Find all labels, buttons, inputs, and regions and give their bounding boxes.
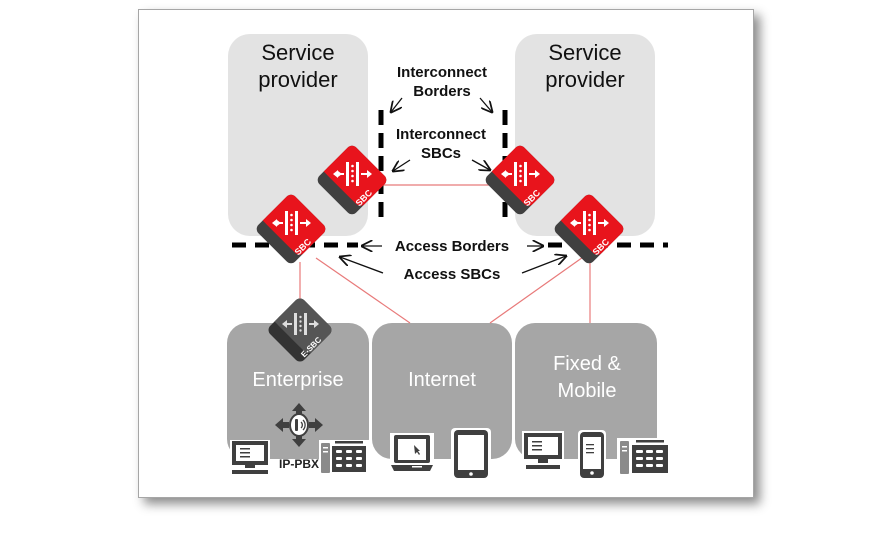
enterprise-desk-phone-icon bbox=[319, 440, 369, 475]
tablet-icon bbox=[451, 428, 491, 480]
fixed-mobile-label-2: Mobile bbox=[558, 380, 617, 402]
interconnect-sbcs-label-1: Interconnect bbox=[396, 126, 486, 143]
fixed-mobile-zone bbox=[515, 323, 657, 459]
ip-pbx-icon bbox=[275, 403, 323, 447]
service-provider-left-label-2: provider bbox=[258, 67, 337, 92]
enterprise-label: Enterprise bbox=[252, 369, 343, 391]
interconnect-borders-label-2: Borders bbox=[413, 83, 471, 100]
service-provider-right-label-1: Service bbox=[548, 40, 621, 65]
connection-lines bbox=[299, 184, 591, 324]
arrow-interconnect-sbc-right bbox=[471, 159, 490, 170]
arrow-interconnect-border-left bbox=[391, 97, 403, 112]
arrow-access-sbc-left bbox=[340, 257, 384, 274]
service-provider-right-label-2: provider bbox=[545, 67, 624, 92]
arrow-interconnect-sbc-left bbox=[393, 159, 411, 171]
mobile-phone-icon bbox=[578, 430, 606, 480]
interconnect-sbcs-label-2: SBCs bbox=[421, 145, 461, 162]
enterprise-desktop-icon bbox=[230, 440, 270, 474]
access-right-to-internet-link bbox=[489, 254, 587, 324]
fixed-desktop-icon bbox=[522, 431, 564, 471]
fixed-mobile-label-1: Fixed & bbox=[553, 353, 621, 375]
service-provider-left-label-1: Service bbox=[261, 40, 334, 65]
laptop-icon bbox=[390, 433, 434, 473]
enterprise-zone bbox=[227, 323, 369, 459]
internet-label: Internet bbox=[408, 369, 476, 391]
ip-pbx-label: IP-PBX bbox=[279, 457, 319, 471]
access-borders-label: Access Borders bbox=[395, 238, 509, 255]
access-sbcs-label: Access SBCs bbox=[404, 266, 501, 283]
fixed-desk-phone-icon bbox=[617, 438, 671, 476]
access-left-to-internet-link bbox=[315, 257, 411, 324]
arrow-interconnect-border-right bbox=[479, 97, 492, 112]
interconnect-borders-label-1: Interconnect bbox=[397, 64, 487, 81]
arrow-access-sbc-right bbox=[521, 256, 566, 274]
internet-zone bbox=[372, 323, 512, 459]
annotation-arrows bbox=[340, 97, 566, 274]
